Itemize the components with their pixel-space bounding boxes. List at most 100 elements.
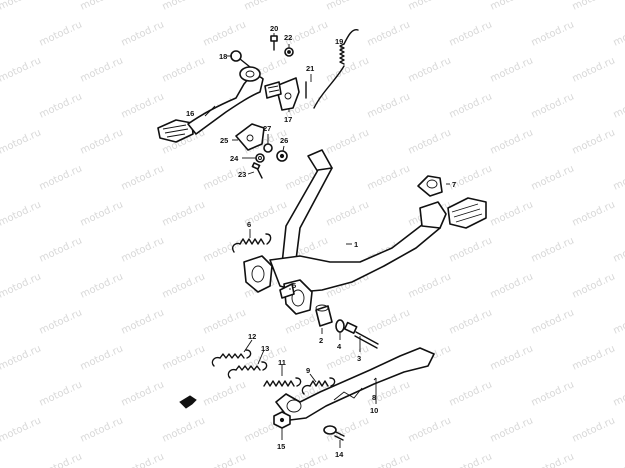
watermark-text: motod.ru: [0, 19, 2, 48]
side-stand-spring-11: [263, 377, 302, 387]
callout-9: 9: [306, 366, 310, 375]
watermark-text: motod.ru: [202, 379, 248, 408]
watermark-text: motod.ru: [489, 415, 535, 444]
watermark-text: motod.ru: [407, 127, 453, 156]
bolt-26: [276, 150, 288, 162]
watermark-text: motod.ru: [448, 19, 494, 48]
watermark-text: motod.ru: [79, 127, 125, 156]
watermark-text: motod.ru: [0, 343, 43, 372]
pedal-guard: [235, 123, 265, 151]
nut-15: [273, 411, 291, 429]
watermark-text: motod.ru: [489, 343, 535, 372]
callout-6: 6: [247, 220, 251, 229]
front-direction-arrow-icon: [179, 395, 197, 409]
watermark-text: motod.ru: [612, 163, 625, 192]
watermark-text: motod.ru: [571, 55, 617, 84]
watermark-text: motod.ru: [612, 307, 625, 336]
callout-14: 14: [335, 450, 344, 459]
watermark-text: motod.ru: [120, 451, 166, 468]
watermark-text: motod.ru: [0, 199, 43, 228]
callout-17: 17: [284, 115, 292, 124]
callout-18: 18: [219, 52, 227, 61]
watermark-text: motod.ru: [0, 271, 43, 300]
brake-light-spring: [313, 29, 359, 109]
watermark-text: motod.ru: [489, 271, 535, 300]
watermark-text: motod.ru: [530, 19, 576, 48]
watermark-text: motod.ru: [161, 55, 207, 84]
watermark-text: motod.ru: [0, 379, 2, 408]
bolt-14: [323, 425, 345, 441]
watermark-text: motod.ru: [38, 379, 84, 408]
stopper-cap: [417, 175, 443, 197]
callout-24: 24: [230, 154, 239, 163]
watermark-text: motod.ru: [120, 91, 166, 120]
watermark-text: motod.ru: [530, 163, 576, 192]
watermark-text: motod.ru: [530, 91, 576, 120]
watermark-text: motod.ru: [325, 343, 371, 372]
callout-15: 15: [277, 442, 285, 451]
washer-27: [263, 143, 273, 153]
watermark-text: motod.ru: [366, 19, 412, 48]
watermark-text: motod.ru: [79, 199, 125, 228]
brake-pedal: [157, 66, 264, 143]
callout-5: 5: [292, 281, 296, 290]
watermark-text: motod.ru: [325, 199, 371, 228]
watermark-text: motod.ru: [571, 199, 617, 228]
watermark-text: motod.ru: [161, 0, 207, 13]
watermark-text: motod.ru: [571, 127, 617, 156]
watermark-text: motod.ru: [448, 91, 494, 120]
watermark-text: motod.ru: [0, 163, 2, 192]
small-bolt-20: [270, 35, 278, 51]
watermark-text: motod.ru: [38, 235, 84, 264]
watermark-text: motod.ru: [202, 307, 248, 336]
watermark-text: motod.ru: [38, 91, 84, 120]
watermark-text: motod.ru: [530, 235, 576, 264]
callout-2: 2: [319, 336, 323, 345]
watermark-text: motod.ru: [161, 343, 207, 372]
side-stand: [275, 347, 435, 421]
callout-3: 3: [357, 354, 361, 363]
callout-25: 25: [220, 136, 228, 145]
watermark-text: motod.ru: [407, 271, 453, 300]
watermark-text: motod.ru: [120, 235, 166, 264]
stand-spring-6: [231, 233, 272, 253]
pedal-bracket: [264, 77, 300, 111]
watermark-text: motod.ru: [161, 199, 207, 228]
watermark-text: motod.ru: [489, 127, 535, 156]
side-stand-spring-9: [301, 377, 336, 395]
watermark-text: motod.ru: [38, 163, 84, 192]
watermark-text: motod.ru: [79, 343, 125, 372]
watermark-text: motod.ru: [38, 451, 84, 468]
watermark-text: motod.ru: [0, 0, 43, 13]
callout-26: 26: [280, 136, 288, 145]
watermark-text: motod.ru: [120, 19, 166, 48]
watermark-text: motod.ru: [612, 379, 625, 408]
washer-4: [335, 319, 345, 333]
callout-19: 19: [335, 37, 343, 46]
watermark-text: motod.ru: [366, 91, 412, 120]
watermark-text: motod.ru: [366, 307, 412, 336]
watermark-text: motod.ru: [489, 55, 535, 84]
side-stand-spring-12: [211, 349, 252, 367]
watermark-text: motod.ru: [530, 307, 576, 336]
watermark-text: motod.ru: [243, 0, 289, 13]
callout-8: 8: [372, 393, 376, 402]
watermark-text: motod.ru: [202, 235, 248, 264]
screw-23: [251, 162, 263, 179]
watermark-text: motod.ru: [489, 0, 535, 13]
watermark-text: motod.ru: [79, 415, 125, 444]
watermark-text: motod.ru: [79, 55, 125, 84]
watermark-text: motod.ru: [366, 163, 412, 192]
callout-13: 13: [261, 344, 269, 353]
callout-22: 22: [284, 33, 292, 42]
pivot-collar: [315, 304, 333, 327]
watermark-text: motod.ru: [161, 415, 207, 444]
watermark-text: motod.ru: [0, 91, 2, 120]
watermark-text: motod.ru: [79, 0, 125, 13]
watermark-text: motod.ru: [612, 91, 625, 120]
stand-bracket-5: [279, 283, 295, 299]
callout-20: 20: [270, 24, 278, 33]
watermark-text: motod.ru: [571, 415, 617, 444]
